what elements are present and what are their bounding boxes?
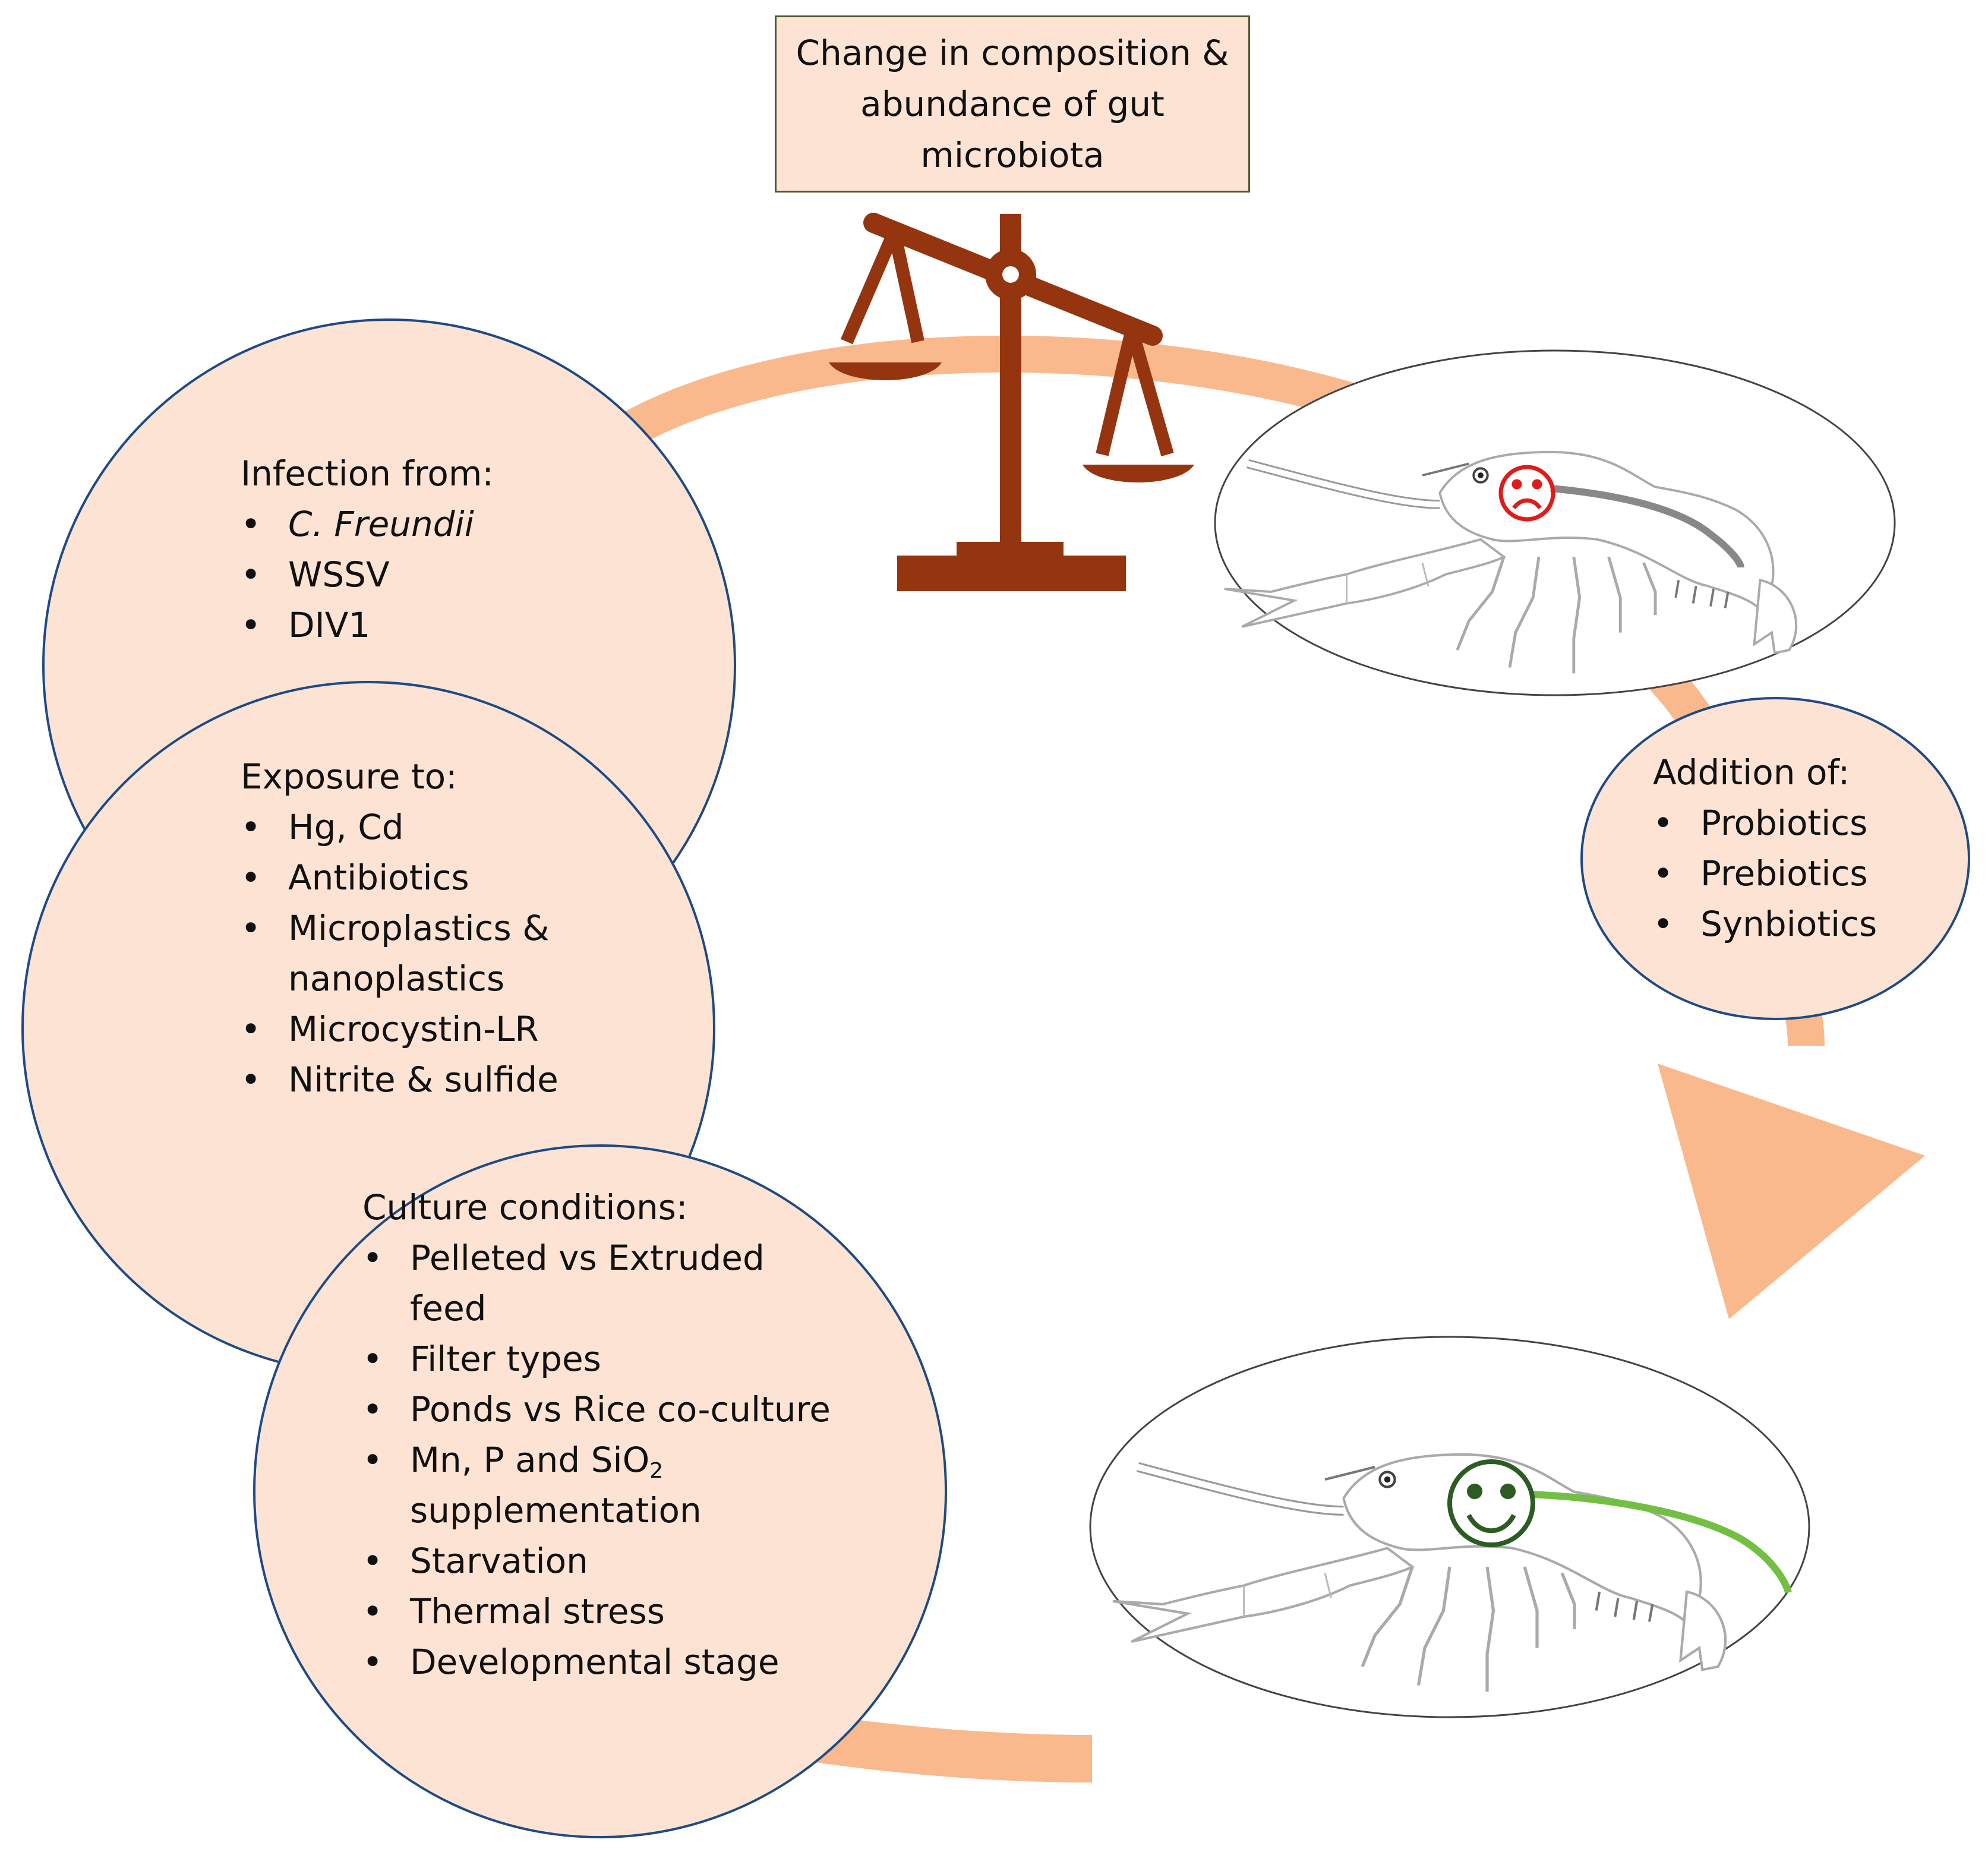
list-item: Microplastics & nanoplastics: [241, 903, 558, 1004]
list-item-line: nanoplastics: [288, 958, 505, 999]
addition-list: Addition of: Probiotics Prebiotics Synbi…: [1653, 747, 1877, 949]
sad-face-icon: [1498, 465, 1555, 522]
happy-face-icon: [1447, 1459, 1535, 1547]
list-item: WSSV: [241, 550, 494, 600]
culture-conditions-list: Culture conditions: Pelleted vs Extruded…: [362, 1182, 838, 1687]
balance-scale-icon: [829, 213, 1194, 591]
cycle-arrow-head: [1658, 1064, 1925, 1319]
list-item-text: Mn, P and SiO: [410, 1440, 650, 1480]
healthy-gut-line: [1529, 1491, 1792, 1594]
list-item: Developmental stage: [362, 1637, 838, 1687]
list-item: Ponds vs Rice co-culture: [362, 1384, 838, 1435]
list-item: Starvation: [362, 1536, 838, 1586]
list-item: Microcystin-LR: [241, 1004, 558, 1055]
list-item: Thermal stress: [362, 1586, 838, 1637]
list-item: Pelleted vs Extruded feed: [362, 1233, 838, 1334]
box-line: abundance of gut: [860, 84, 1165, 124]
exposure-heading: Exposure to:: [241, 756, 457, 797]
box-line: Change in composition &: [796, 33, 1229, 73]
culture-conditions-heading: Culture conditions:: [362, 1187, 688, 1228]
infection-heading: Infection from:: [241, 453, 494, 494]
unhealthy-gut-line: [1550, 485, 1744, 569]
box-line: microbiota: [920, 135, 1105, 175]
list-item-line: Microplastics &: [288, 908, 550, 948]
list-item: Prebiotics: [1653, 848, 1877, 899]
infection-list: Infection from: C. Freundii WSSV DIV1: [241, 449, 494, 651]
gut-microbiota-change-box: Change in composition & abundance of gut…: [775, 15, 1250, 193]
list-item: C. Freundii: [241, 499, 494, 550]
list-item: Synbiotics: [1653, 899, 1877, 949]
list-item: Probiotics: [1653, 798, 1877, 848]
list-item: Antibiotics: [241, 853, 558, 903]
addition-heading: Addition of:: [1653, 752, 1850, 793]
list-item: Nitrite & sulfide: [241, 1055, 558, 1105]
list-item: Hg, Cd: [241, 802, 558, 853]
list-item: DIV1: [241, 600, 494, 651]
cycle-arrow-top: [608, 335, 1367, 453]
subscript-2: 2: [649, 1459, 664, 1483]
list-item: Mn, P and SiO2 supplementation: [362, 1435, 838, 1536]
list-item: Filter types: [362, 1334, 838, 1384]
list-item-line: supplementation: [410, 1490, 702, 1531]
exposure-list: Exposure to: Hg, Cd Antibiotics Micropla…: [241, 752, 558, 1105]
